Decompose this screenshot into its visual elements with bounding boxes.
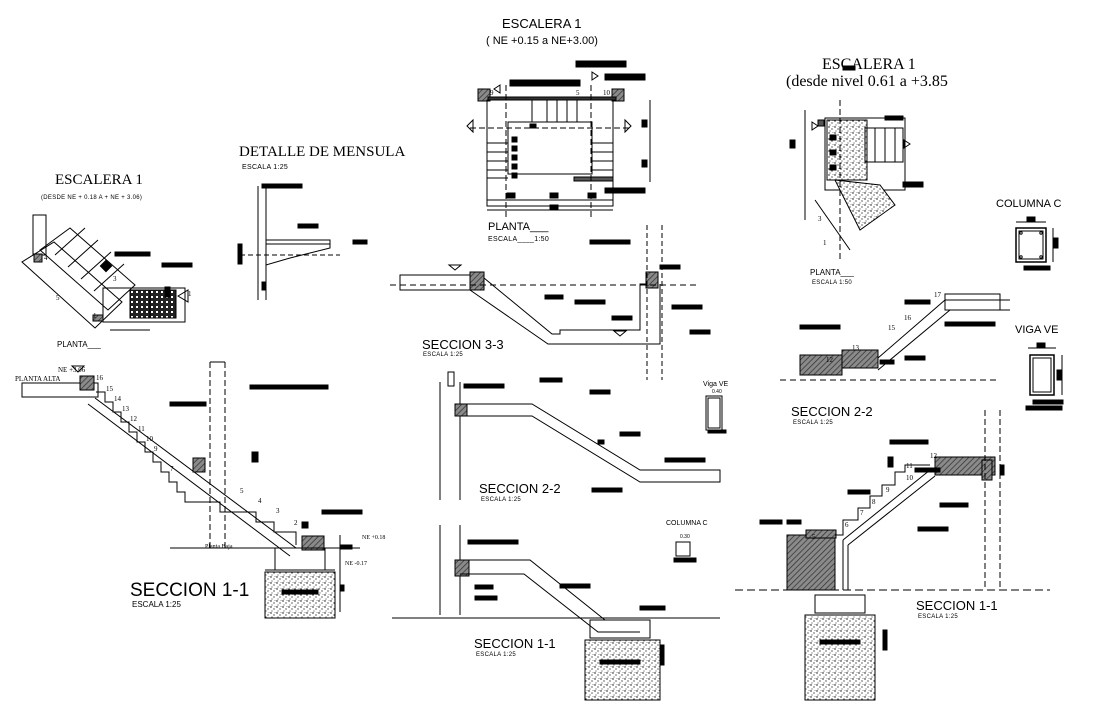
seccion-1-1-center <box>392 525 720 701</box>
columna-c-detail <box>1015 216 1059 271</box>
plan-escalera-center <box>466 60 651 218</box>
step-number: 4 <box>44 254 48 262</box>
title-seccion-1-1-center: SECCION 1-1 <box>474 636 556 651</box>
step-number: 16 <box>904 314 911 322</box>
title-escalera-right: ESCALERA 1 <box>822 56 916 73</box>
step-number: 10 <box>146 435 153 443</box>
level-footing-left: NE -0.17 <box>345 561 367 567</box>
plan-escalera-left <box>21 214 193 331</box>
scale-mensula: ESCALA 1:25 <box>242 164 289 171</box>
plan-label-right: PLANTA___ <box>810 268 854 277</box>
seccion-1-1-right <box>735 410 1050 701</box>
step-number: 17 <box>934 291 941 299</box>
step-number: 10 <box>603 89 610 97</box>
step-number: 5 <box>56 294 60 302</box>
subtitle-escalera-left: (DESDE NE + 0.18 A + NE + 3.06) <box>41 195 143 201</box>
subtitle-escalera-center: ( NE +0.15 a NE+3.00) <box>486 35 598 47</box>
detalle-mensula <box>237 183 368 300</box>
step-number: 11 <box>138 425 145 433</box>
title-seccion-3-3: SECCION 3-3 <box>422 337 504 352</box>
step-number: 16 <box>96 374 103 382</box>
beam-label-center: Viga VE <box>703 381 729 388</box>
step-number: 12 <box>826 356 833 364</box>
step-number: 14 <box>114 395 121 403</box>
beam-width-center: 0.40 <box>712 389 722 395</box>
step-number: 3 <box>113 275 117 283</box>
seccion-2-2-center <box>439 371 727 500</box>
step-number: 6 <box>845 521 849 529</box>
title-mensula: DETALLE DE MENSULA <box>239 144 406 160</box>
step-number: 5 <box>576 89 580 97</box>
step-number: 11 <box>906 462 913 470</box>
title-escalera-center: ESCALERA 1 <box>502 16 582 31</box>
title-columna-c: COLUMNA C <box>996 198 1062 210</box>
scale-seccion-1-1-left: ESCALA 1:25 <box>132 600 181 609</box>
step-number: 2 <box>294 519 298 527</box>
scale-seccion-1-1-right: ESCALA 1:25 <box>918 614 958 620</box>
step-number: 12 <box>930 452 937 460</box>
plan-escalera-right <box>789 65 924 260</box>
step-number: 9 <box>886 486 890 494</box>
step-number: 3 <box>276 507 280 515</box>
viga-ve-detail <box>1025 342 1064 411</box>
level-bottom-left: NE +0.18 <box>362 535 386 541</box>
seccion-3-3 <box>390 225 711 380</box>
title-escalera-left: ESCALERA 1 <box>55 172 143 188</box>
title-seccion-1-1-left: SECCION 1-1 <box>130 580 250 601</box>
step-number: 13 <box>852 344 859 352</box>
step-number: 4 <box>258 497 262 505</box>
step-number: 15 <box>106 385 113 393</box>
step-number: 12 <box>130 415 137 423</box>
title-seccion-2-2-right: SECCION 2-2 <box>791 404 873 419</box>
plan-label-left: PLANTA___ <box>57 340 101 349</box>
step-number: 1 <box>823 239 827 247</box>
step-number: 7 <box>170 465 174 473</box>
plan-scale-center: ESCALA____1:50 <box>488 236 550 243</box>
step-number: 13 <box>122 405 129 413</box>
step-number: 1 <box>188 290 192 298</box>
subtitle-escalera-right: (desde nivel 0.61 a +3.85 <box>786 73 948 90</box>
seccion-1-1-left <box>21 361 363 619</box>
step-number: 10 <box>906 474 913 482</box>
plan-scale-right: ESCALA 1:50 <box>812 280 852 286</box>
step-number: 9 <box>490 89 494 97</box>
floor-bottom-left: Planta Baja <box>205 544 233 550</box>
seccion-2-2-right <box>780 293 1010 381</box>
step-number: 5 <box>240 487 244 495</box>
title-seccion-1-1-right: SECCION 1-1 <box>916 598 998 613</box>
scale-seccion-2-2-center: ESCALA 1:25 <box>481 497 521 503</box>
scale-seccion-3-3: ESCALA 1:25 <box>423 352 463 358</box>
step-number: 15 <box>888 324 895 332</box>
floor-top-left: PLANTA ALTA <box>15 375 61 383</box>
step-number: 7 <box>860 509 864 517</box>
scale-seccion-2-2-right: ESCALA 1:25 <box>793 420 833 426</box>
level-top-left: NE +3.06 <box>58 366 86 374</box>
scale-seccion-1-1-center: ESCALA 1:25 <box>476 652 516 658</box>
step-number: 1 <box>93 312 97 320</box>
step-number: 8 <box>872 498 876 506</box>
step-number: 3 <box>818 215 822 223</box>
column-width-center: 0.30 <box>680 534 690 540</box>
step-number: 9 <box>154 445 158 453</box>
title-seccion-2-2-center: SECCION 2-2 <box>479 481 561 496</box>
column-label-center: COLUMNA C <box>666 520 708 527</box>
title-viga-ve: VIGA VE <box>1015 324 1059 336</box>
plan-label-center: PLANTA___ <box>488 221 549 233</box>
step-number: 5 <box>812 533 816 541</box>
